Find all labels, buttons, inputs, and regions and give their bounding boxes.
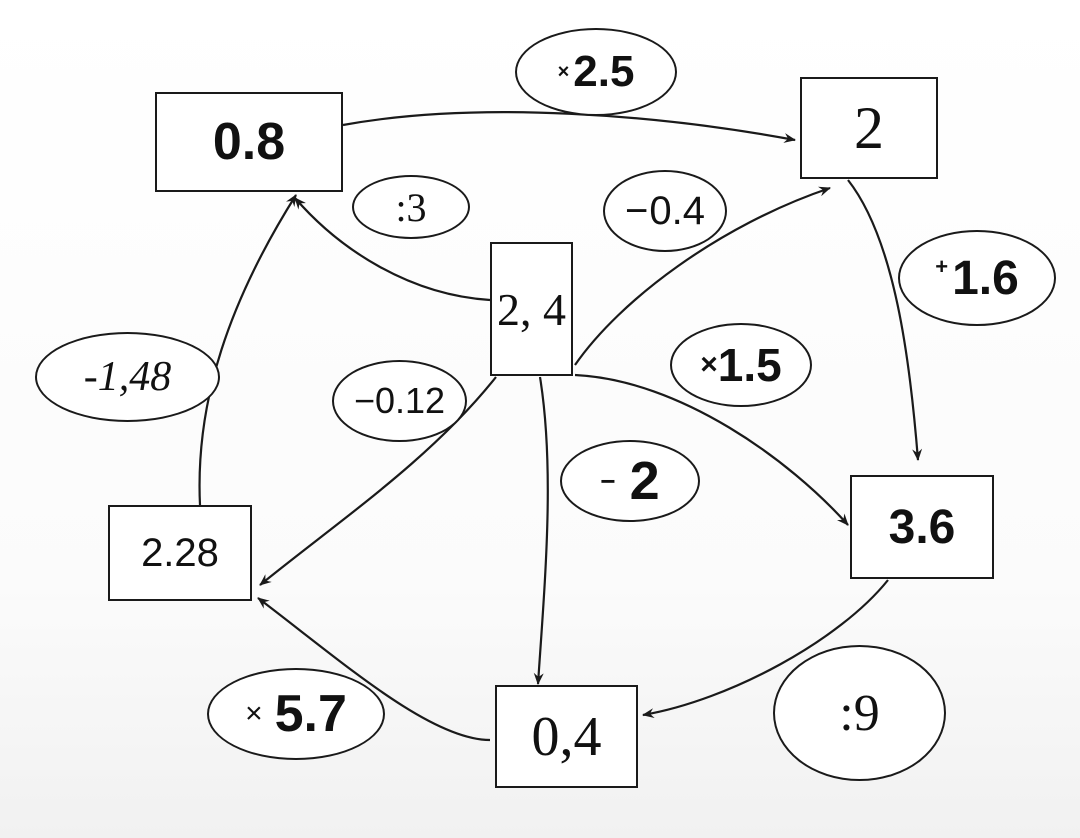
- times-icon: ×: [245, 697, 263, 730]
- edge-24-to-2: [574, 186, 831, 366]
- label-minus-1-48: -1,48: [35, 332, 220, 422]
- label-minus-0-12: − 0.12: [332, 360, 467, 442]
- node-2-28: 2.28: [108, 505, 252, 601]
- node-2-4: 2, 4: [490, 242, 573, 376]
- times-icon: ×: [700, 348, 718, 381]
- minus-icon: −: [600, 465, 616, 496]
- edge-228-to-08: [198, 194, 297, 506]
- label-times-2-5: × 2.5: [515, 28, 677, 116]
- edge-24-to-08: [294, 197, 491, 302]
- label-times-5-7: × 5.7: [207, 668, 385, 760]
- plus-icon: +: [935, 254, 949, 279]
- edge-24-to-36: [574, 373, 849, 526]
- label-plus-1-6-value: 1.6: [952, 251, 1019, 305]
- node-0-8-text: 0.8: [212, 113, 286, 171]
- edge-36-to-04: [642, 579, 889, 719]
- label-minus-0-4: − 0.4: [603, 170, 727, 252]
- times-icon: ×: [557, 60, 570, 83]
- label-minus-1-48-value: -1,48: [83, 354, 172, 400]
- edge-24-to-04: [533, 376, 549, 685]
- label-minus-2: − 2: [560, 440, 700, 522]
- node-2: 2: [800, 77, 938, 179]
- label-times-1-5: × 1.5: [670, 323, 812, 407]
- node-0-4-text: 0,4: [531, 705, 602, 768]
- label-minus-0-4-value: 0.4: [649, 188, 705, 233]
- edge-2-to-36: [847, 179, 923, 461]
- edge-08-to-2: [342, 111, 796, 143]
- label-div-9-value: :9: [839, 684, 880, 742]
- node-2-text: 2: [854, 94, 884, 161]
- label-minus-2-value: 2: [629, 451, 660, 511]
- label-div-3-value: :3: [395, 184, 427, 230]
- label-minus-0-12-value: 0.12: [374, 380, 446, 421]
- minus-icon: −: [625, 188, 649, 233]
- node-0-4: 0,4: [495, 685, 638, 788]
- label-div-9: :9: [773, 645, 946, 781]
- node-0-8: 0.8: [155, 92, 343, 192]
- label-times-1-5-value: 1.5: [717, 339, 782, 391]
- minus-icon: −: [353, 380, 375, 421]
- label-plus-1-6: + 1.6: [898, 230, 1056, 326]
- edge-04-to-228: [257, 597, 491, 742]
- node-3-6: 3.6: [850, 475, 994, 579]
- node-2-28-text: 2.28: [141, 530, 219, 575]
- label-times-2-5-value: 2.5: [573, 47, 635, 96]
- edge-24-to-228: [259, 376, 497, 586]
- node-3-6-text: 3.6: [888, 500, 956, 554]
- label-div-3: :3: [352, 175, 470, 239]
- label-times-5-7-value: 5.7: [274, 685, 347, 743]
- node-2-4-text: 2, 4: [497, 283, 566, 335]
